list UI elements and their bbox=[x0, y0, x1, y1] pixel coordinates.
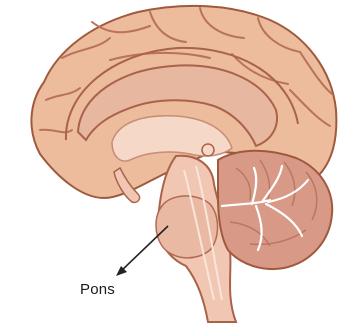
pons-pointer-arrow bbox=[116, 226, 168, 276]
pons-label: Pons bbox=[80, 281, 115, 298]
pineal-gland bbox=[202, 144, 214, 156]
